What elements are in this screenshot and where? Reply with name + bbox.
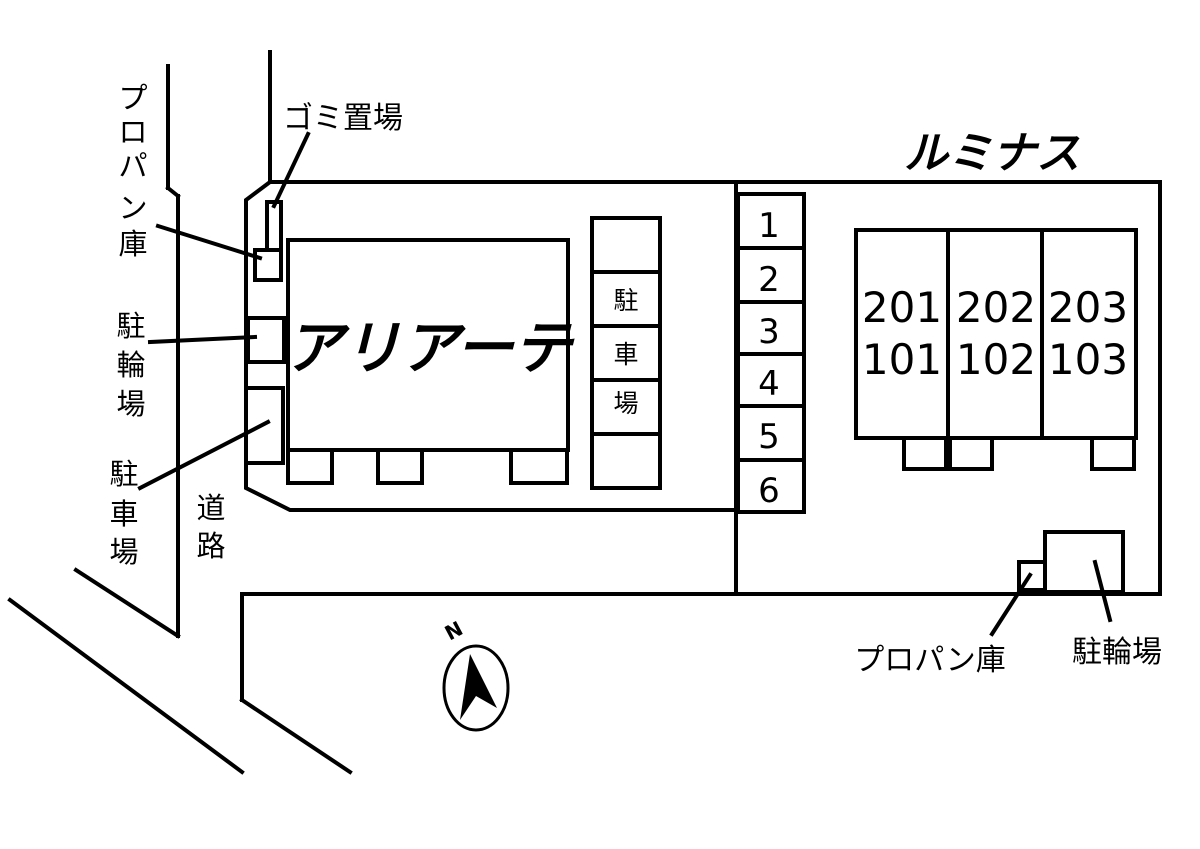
svg-text:ン: ン: [118, 191, 147, 225]
parking-space-number: 6: [758, 471, 780, 511]
garbage-station: [265, 200, 283, 252]
unit-number: 103: [1048, 335, 1128, 384]
svg-text:ロ: ロ: [118, 115, 147, 149]
unit-number: 101: [862, 335, 942, 384]
numbered-parking: 1 2 3 4 5 6: [736, 192, 806, 514]
road-label: 道 路: [196, 491, 225, 563]
svg-text:場: 場: [109, 535, 138, 569]
parking-center: 駐 車 場: [590, 216, 662, 490]
parking-center-char: 駐: [613, 286, 638, 315]
svg-text:庫: 庫: [118, 227, 147, 261]
parking-space-number: 1: [758, 206, 780, 246]
ariate-balcony: [286, 448, 334, 485]
parking-center-char: 車: [613, 340, 638, 369]
parking-center-char: 場: [613, 389, 638, 418]
svg-text:路: 路: [196, 529, 225, 563]
bicycle-left-label: 駐 輪 場: [116, 309, 145, 421]
svg-text:駐: 駐: [109, 457, 138, 491]
parking-space-number: 2: [758, 260, 780, 300]
leader-lines: [137, 131, 1113, 637]
luminas-name: ルミナス: [904, 128, 1080, 179]
unit-number: 102: [956, 335, 1036, 384]
bicycle-parking-left: [246, 316, 286, 364]
svg-text:パ: パ: [118, 149, 147, 183]
ariate-balcony: [509, 448, 569, 485]
ariate-name: アリアーテ: [285, 314, 576, 382]
unit-number: 201: [862, 283, 942, 332]
bicycle-parking-right: [1043, 530, 1125, 594]
ariate-balcony: [376, 448, 424, 485]
unit-number: 203: [1048, 283, 1128, 332]
parking-space-number: 5: [758, 417, 780, 457]
parking-left-label: 駐 車 場: [109, 457, 138, 569]
ariate-building: [286, 238, 570, 452]
bicycle-right-label: 駐輪場: [1072, 635, 1162, 670]
luminas-balcony: [902, 436, 948, 471]
north-compass-icon: N: [441, 616, 510, 732]
svg-text:場: 場: [116, 387, 145, 421]
svg-text:輪: 輪: [116, 348, 145, 382]
luminas-balcony: [948, 436, 994, 471]
propane-left-label: プ ロ パ ン 庫: [118, 81, 147, 261]
car-parking-left: [244, 386, 285, 465]
north-letter: N: [441, 616, 467, 645]
svg-text:道: 道: [196, 491, 225, 525]
propane-storage-left: [253, 248, 283, 282]
parking-space-number: 3: [758, 312, 780, 352]
luminas-building: 201 202 203 101 102 103: [854, 228, 1138, 440]
propane-right-label: プロパン庫: [854, 643, 1006, 678]
parking-space-number: 4: [758, 364, 780, 404]
svg-text:車: 車: [109, 497, 138, 531]
road-lines: [7, 50, 738, 775]
svg-text:駐: 駐: [116, 309, 145, 343]
garbage-label: ゴミ置場: [283, 101, 403, 136]
unit-number: 202: [956, 283, 1036, 332]
svg-text:プ: プ: [118, 81, 147, 115]
luminas-balcony: [1090, 436, 1136, 471]
